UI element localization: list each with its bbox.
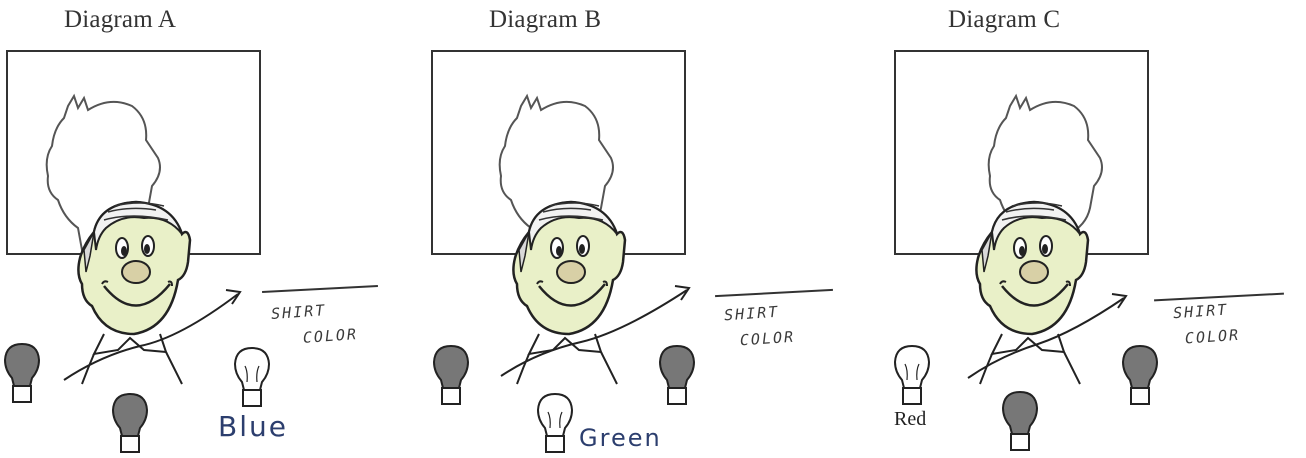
label-line-2: COLOR xyxy=(302,321,359,351)
diagram-a: Diagram A SHIRT COLOR Blue xyxy=(0,0,430,458)
bulb-left xyxy=(2,340,42,406)
shirt-color-label: SHIRT COLOR xyxy=(723,298,796,355)
bulb-left xyxy=(431,342,471,408)
label-underline xyxy=(262,285,378,293)
label-underline xyxy=(715,289,833,297)
bulb-bottom xyxy=(1000,388,1040,454)
label-line-2: COLOR xyxy=(1184,322,1241,352)
diagram-c: Diagram C SHIRT COLOR Red xyxy=(888,0,1306,458)
answer-text: Blue xyxy=(218,410,288,443)
bulb-right xyxy=(1120,342,1160,408)
answer-text: Red xyxy=(894,408,926,431)
bulb-bottom xyxy=(535,390,575,456)
bulb-bottom xyxy=(110,390,150,456)
shirt-arrow xyxy=(964,286,1134,386)
label-line-2: COLOR xyxy=(739,324,796,354)
bulb-left xyxy=(892,342,932,408)
bulb-right xyxy=(232,344,272,410)
diagram-title: Diagram A xyxy=(64,6,176,34)
shirt-arrow xyxy=(60,280,250,390)
bulb-right xyxy=(657,342,697,408)
diagram-b: Diagram B SHIRT COLOR Green xyxy=(425,0,855,458)
answer-text: Green xyxy=(579,424,662,452)
shirt-color-label: SHIRT COLOR xyxy=(270,295,359,353)
shirt-color-label: SHIRT COLOR xyxy=(1172,296,1241,352)
diagram-title: Diagram C xyxy=(948,6,1060,34)
diagram-title: Diagram B xyxy=(489,6,601,34)
